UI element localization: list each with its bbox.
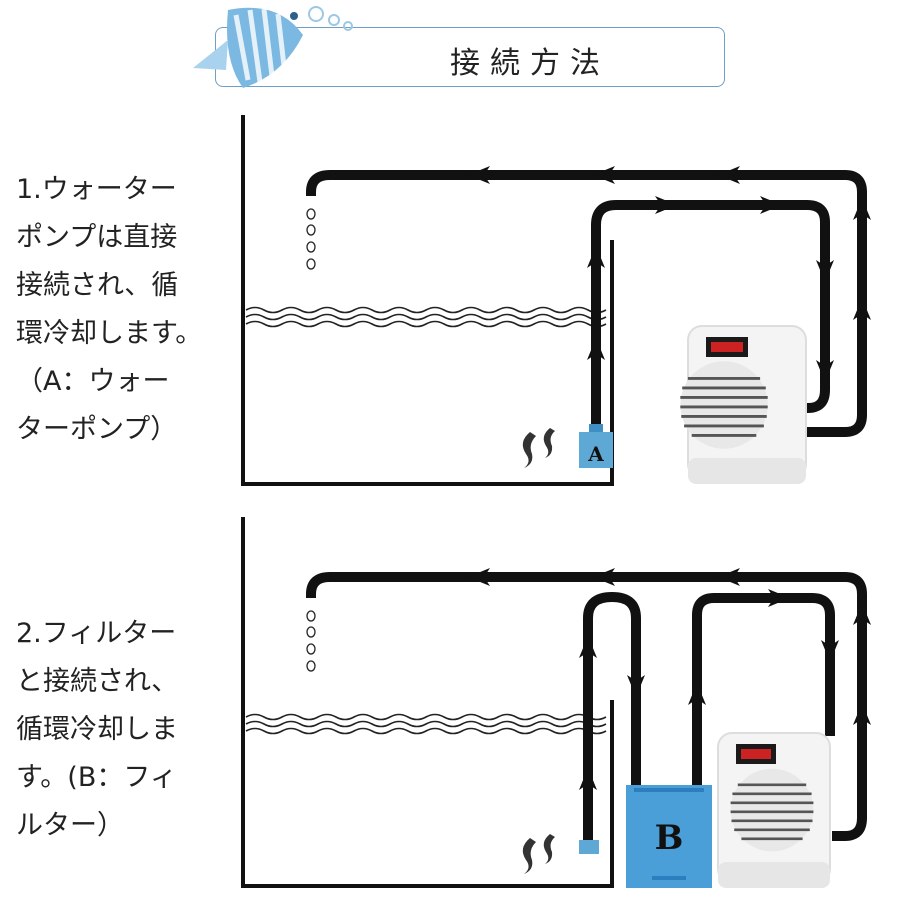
- fish-icon: [193, 6, 353, 88]
- filter-label: B: [655, 818, 684, 858]
- section2-line: 2.フィルター: [16, 618, 177, 649]
- bubbles: [306, 610, 316, 672]
- section2-diagram: B: [241, 517, 871, 888]
- pump-to-filter-pipe: [583, 591, 641, 842]
- section1-line: ターポンプ）: [16, 414, 178, 445]
- pump-label: A: [587, 442, 604, 466]
- water-pump: [579, 840, 599, 854]
- header-banner: 接続方法: [215, 27, 725, 87]
- section2-line: 循環冷却しま: [16, 714, 178, 745]
- filter-unit: B: [626, 785, 712, 888]
- page-title: 接続方法: [450, 46, 610, 81]
- section1-description: 1.ウォーター ポンプは直接 接続され、循 環冷却します。 （A：ウォー ターポ…: [16, 166, 226, 454]
- section1-diagram: A: [241, 115, 871, 486]
- water-pump: A: [579, 424, 613, 468]
- section2-line: す。(B：フィ: [16, 762, 177, 793]
- section2-line: と接続され、: [16, 666, 179, 697]
- filter-to-chiller-pipe: [692, 593, 835, 790]
- tank-outline: [241, 115, 614, 486]
- water-surface: [245, 713, 607, 735]
- chiller-unit: [678, 325, 807, 484]
- section1-line: （A：ウォー: [16, 366, 170, 397]
- section1-line: 接続され、循: [16, 270, 179, 301]
- suction-swirl-icon: [522, 428, 555, 468]
- outlet-pipe: [306, 170, 867, 437]
- chiller-unit: [717, 732, 831, 888]
- pump-pipe: [591, 200, 830, 430]
- section2-description: 2.フィルター と接続され、 循環冷却しま す。(B：フィ ルター）: [16, 610, 216, 850]
- suction-swirl-icon: [522, 834, 555, 874]
- section1-line: 1.ウォーター: [16, 174, 177, 205]
- section1-line: ポンプは直接: [16, 222, 178, 253]
- section2-line: ルター）: [16, 810, 124, 841]
- bubbles: [306, 208, 316, 270]
- section1-line: 環冷却します。: [16, 318, 203, 349]
- water-surface: [245, 306, 607, 328]
- tank-outline: [241, 517, 614, 888]
- outlet-pipe: [306, 572, 867, 841]
